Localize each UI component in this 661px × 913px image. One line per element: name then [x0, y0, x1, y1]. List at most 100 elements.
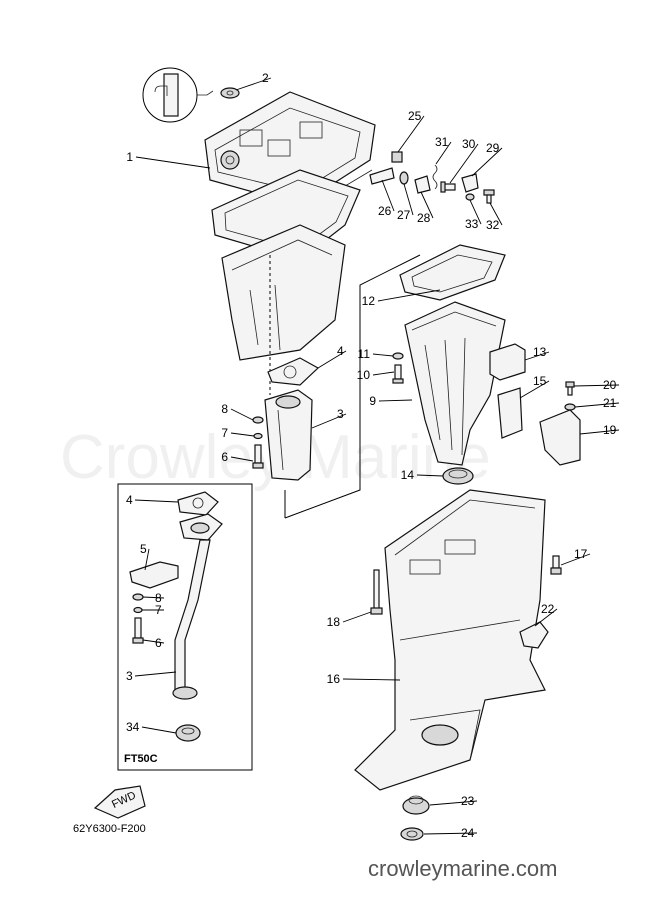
callout-25: 25 [408, 109, 422, 123]
callout-2-leader [235, 77, 272, 91]
gasket-12 [399, 244, 506, 301]
callout-10-leader [372, 371, 395, 376]
inset-callout-34: 34 [126, 720, 140, 734]
callout-9-leader [378, 399, 413, 402]
bolt-30 [440, 181, 456, 193]
callout-26: 26 [378, 204, 392, 218]
callout-6-leader [230, 456, 254, 462]
inset-callout-4-leader [134, 499, 179, 503]
bracket-29 [461, 173, 479, 193]
detail-bubble [142, 67, 214, 123]
inset-callout-6-leader [142, 639, 165, 644]
callout-16-leader [342, 678, 401, 681]
callout-23-leader [429, 800, 478, 806]
callout-9: 9 [369, 394, 376, 408]
callout-22-leader [534, 608, 558, 627]
callout-29: 29 [486, 141, 500, 155]
upper-mount-plate [204, 91, 376, 206]
callout-20-leader [573, 384, 620, 387]
bolt-10 [392, 364, 404, 384]
callout-32: 32 [486, 218, 500, 232]
washer-7 [253, 432, 263, 440]
bolt-20 [565, 381, 575, 396]
callout-6: 6 [221, 450, 228, 464]
callout-16: 16 [327, 672, 341, 686]
callout-28-leader [420, 191, 434, 219]
callout-1: 1 [126, 150, 133, 164]
inset-callout-4: 4 [126, 493, 133, 507]
callout-20: 20 [603, 378, 617, 392]
callout-18-leader [342, 611, 372, 623]
callout-30-leader [449, 143, 479, 184]
inset-ft50c: FT50C [117, 483, 253, 771]
plate-15 [497, 387, 523, 439]
callout-32-leader [489, 202, 503, 226]
callout-19: 19 [603, 423, 617, 437]
grommet-25 [391, 151, 403, 163]
callout-1-leader [135, 156, 211, 169]
callout-22: 22 [541, 602, 555, 616]
callout-11-leader [372, 353, 394, 357]
callout-17-leader [560, 553, 591, 566]
callout-14-leader [416, 474, 444, 477]
callout-24-leader [423, 832, 478, 835]
inset-callout-34-leader [141, 726, 177, 734]
callout-26-leader [381, 179, 395, 212]
callout-30: 30 [462, 137, 476, 151]
upper-case-9 [404, 301, 506, 466]
drawing-code: 62Y6300-F200 [73, 823, 146, 835]
callout-15: 15 [533, 374, 547, 388]
inset-callout-3-leader [134, 671, 177, 677]
washer-33 [465, 193, 475, 201]
callout-21-leader [574, 402, 620, 408]
lower-case-16 [354, 489, 546, 791]
bolt-17 [550, 555, 562, 575]
inset-callout-6: 6 [155, 636, 162, 650]
callout-33: 33 [465, 217, 479, 231]
anode-22 [519, 621, 549, 649]
inset-callout-7: 7 [155, 603, 162, 617]
callout-23: 23 [461, 794, 475, 808]
callout-11: 11 [358, 347, 371, 361]
bolt-18 [370, 569, 383, 615]
callout-18: 18 [327, 615, 341, 629]
callout-17: 17 [574, 547, 588, 561]
spring-31 [432, 164, 438, 190]
callout-25-leader [397, 115, 425, 153]
inset-callout-8-leader [142, 596, 165, 599]
inset-callout-3: 3 [126, 669, 133, 683]
rod-26 [369, 167, 395, 185]
washer-8 [252, 416, 264, 424]
callout-10: 10 [357, 368, 371, 382]
callout-14: 14 [401, 468, 415, 482]
oil-pan [221, 224, 346, 361]
callout-4: 4 [337, 344, 344, 358]
inset-callout-5-leader [144, 548, 150, 571]
cover-19 [539, 409, 581, 466]
bolt-32 [483, 189, 495, 204]
collar-27 [399, 171, 409, 185]
callout-13-leader [524, 351, 550, 361]
callout-13: 13 [533, 345, 547, 359]
callout-7: 7 [221, 426, 228, 440]
callout-layer: 1234678910111213141516171819202122232425… [126, 71, 620, 840]
callout-31: 31 [435, 135, 449, 149]
washer-2 [220, 87, 240, 99]
callout-31-leader [435, 141, 452, 165]
impeller-23 [402, 795, 430, 815]
callout-24: 24 [461, 826, 475, 840]
callout-7-leader [230, 432, 255, 437]
callout-33-leader [469, 199, 482, 225]
seal-24 [400, 827, 424, 841]
fwd-arrow: FWD [93, 785, 146, 819]
damper-13 [489, 343, 526, 381]
callout-8: 8 [221, 402, 228, 416]
gasket-4 [267, 357, 320, 386]
clip-28 [414, 175, 431, 194]
washer-21 [564, 403, 576, 411]
site-text: crowleymarine.com [368, 856, 558, 881]
callout-12: 12 [362, 294, 376, 308]
callout-28: 28 [417, 211, 431, 225]
washer-11 [392, 352, 404, 360]
